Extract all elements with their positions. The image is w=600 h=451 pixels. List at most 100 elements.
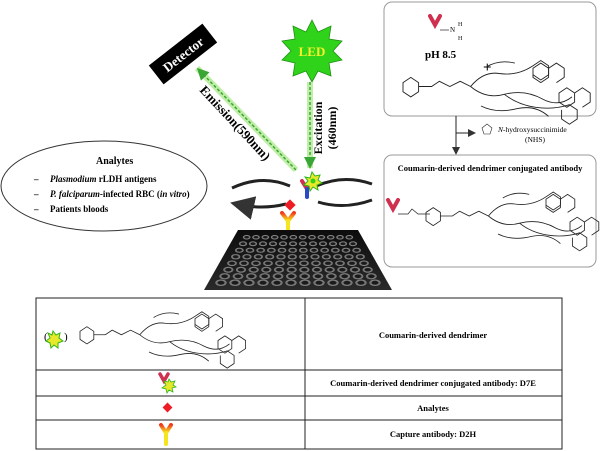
amine-n: N (450, 26, 455, 34)
plate-well (355, 279, 367, 286)
nhs-abbr: (NHS) (525, 135, 546, 144)
legend-label: Analytes (417, 403, 449, 413)
legend-label: Capture antibody: D2H (390, 429, 477, 439)
product-title: Coumarin-derived dendrimer conjugated an… (398, 163, 583, 173)
led-burst-icon: LED (281, 19, 343, 83)
plate-well (320, 247, 330, 253)
plate-well (299, 260, 309, 267)
plate-well (223, 266, 234, 273)
plate-well (339, 273, 351, 280)
plate-well (248, 266, 259, 273)
plate-well (268, 241, 278, 247)
plate-well (298, 241, 308, 247)
plate-well (362, 266, 373, 273)
plate-well (299, 273, 311, 280)
plate-well (318, 241, 328, 247)
analyte-dash: – (33, 204, 39, 214)
analyte-item: – P. falciparum-infected RBC (in vitro) (33, 189, 190, 199)
plate-well (258, 241, 268, 247)
plate-well (215, 279, 227, 286)
plate-well (227, 260, 237, 267)
legend-label: Coumarin-derived dendrimer conjugated an… (330, 378, 536, 388)
analyte-diamond-icon (162, 402, 173, 413)
plate-well (271, 279, 283, 286)
plate-well (276, 254, 286, 260)
plate-well (256, 247, 266, 253)
microplate-icon (204, 230, 392, 290)
plate-well (273, 266, 285, 273)
emission-label: Emission(590nm) (197, 82, 274, 163)
plate-well (289, 235, 298, 240)
plate-well (270, 235, 279, 240)
sandwich-antibody-icon (280, 170, 324, 233)
plate-well (234, 247, 244, 253)
plate-well (344, 254, 354, 260)
plate-well (299, 254, 309, 260)
plate-well (261, 235, 270, 240)
led-label: LED (299, 44, 326, 59)
plate-well (275, 260, 285, 267)
plate-well (245, 247, 255, 253)
plate-well (243, 279, 255, 286)
plate-well (287, 260, 297, 267)
plate-well (336, 235, 344, 240)
plate-well (287, 254, 297, 260)
plate-well (333, 254, 343, 260)
plate-well (313, 279, 325, 286)
reaction-arrow (452, 116, 493, 155)
plate-well (352, 247, 362, 253)
plate-well (311, 260, 321, 267)
plate-well (355, 254, 365, 260)
plate-well (298, 235, 307, 240)
plate-well (288, 247, 298, 253)
plate-well (345, 235, 354, 240)
plate-well (245, 273, 257, 280)
plate-well (277, 247, 287, 253)
svg-text:(: ( (44, 331, 48, 343)
conjugated-antibody-icon (158, 372, 177, 394)
plate-well (239, 260, 249, 267)
antibody-icon (428, 14, 442, 41)
plate-well (323, 260, 333, 267)
plate-well (317, 235, 326, 240)
dendrimer-structure-icon: ( ) (44, 311, 247, 369)
plate-well (369, 279, 381, 286)
plate-well (253, 254, 263, 260)
plate-well (285, 279, 297, 286)
emission-beam (194, 65, 299, 173)
plate-well (341, 279, 353, 286)
plate-well (252, 235, 260, 240)
analyte-dash: – (33, 174, 39, 184)
nhs-label: N-hydroxysuccinimide (497, 125, 567, 134)
plate-well (309, 247, 319, 253)
ph-label: pH 8.5 (425, 49, 457, 61)
plate-well (261, 266, 272, 273)
legend-table: ( ) Coumarin-derived dendrimer Coumarin-… (35, 297, 563, 450)
excitation-label: Excitation (460nm) (311, 101, 339, 154)
plate-well (337, 266, 348, 273)
excitation-line2: (460nm) (325, 107, 339, 150)
nhs-structure-icon (481, 123, 493, 135)
plate-well (238, 241, 248, 247)
svg-text:): ) (64, 331, 68, 343)
plate-well (259, 273, 271, 280)
plate-well (280, 235, 288, 240)
plate-well (324, 266, 335, 273)
plate-well (328, 241, 338, 247)
plate-well (311, 266, 323, 273)
plate-well (266, 247, 276, 253)
plate-well (310, 254, 320, 260)
plate-well (308, 241, 318, 247)
plate-well (265, 254, 275, 260)
plate-well (349, 266, 361, 273)
plate-well (248, 241, 258, 247)
plate-well (299, 279, 311, 286)
analyte-text: P. falciparum-infected RBC (in vitro) (50, 189, 190, 199)
legend-row: Analytes (162, 402, 450, 413)
plate-well (312, 273, 324, 280)
antibody-icon (386, 198, 400, 226)
plate-well (235, 266, 247, 273)
analytes-title: Analytes (96, 156, 133, 167)
analyte-item: – Plasmodium rLDH antigens (33, 174, 157, 184)
plate-well (359, 260, 369, 267)
